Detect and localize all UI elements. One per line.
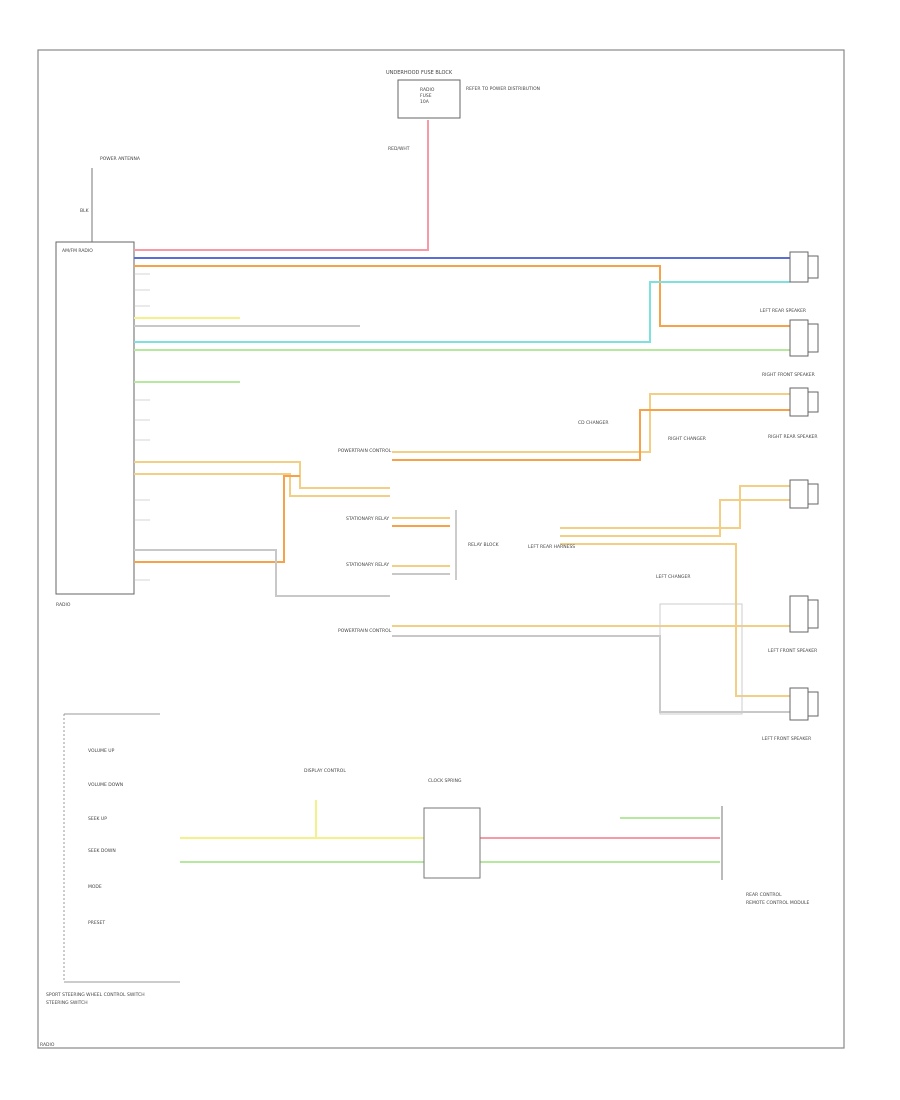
speaker-left-front-2 — [789, 687, 819, 721]
diagram-label: 10A — [420, 99, 430, 105]
diagram-label: VOLUME DOWN — [88, 782, 123, 788]
diagram-label: RIGHT REAR SPEAKER — [768, 434, 818, 440]
wire-orange — [134, 265, 790, 327]
diagram-label: REAR CONTROL — [746, 892, 782, 898]
diagram-label: VOLUME UP — [88, 748, 115, 754]
diagram-label: LEFT REAR HARNESS — [528, 544, 575, 550]
steering-switch-title: SPORT STEERING WHEEL CONTROL SWITCH — [46, 992, 145, 998]
fuse-note: REFER TO POWER DISTRIBUTION — [466, 86, 540, 92]
footer-label: RADIO — [40, 1042, 55, 1048]
fuse-wire-label: RED/WHT — [388, 146, 410, 152]
speaker-right-rear-2 — [789, 479, 819, 509]
diagram-label: POWER ANTENNA — [100, 156, 141, 162]
diagram-label: RIGHT CHANGER — [668, 436, 706, 442]
wire-cyan — [134, 281, 790, 343]
diagram-label: STATIONARY RELAY — [346, 516, 389, 522]
diagram-label: LEFT REAR SPEAKER — [760, 308, 806, 314]
diagram-label: LEFT FRONT SPEAKER — [768, 648, 817, 654]
diagram-label: CD CHANGER — [578, 420, 608, 426]
diagram-label: BLK — [80, 208, 90, 214]
wire-orange-2 — [134, 475, 300, 563]
diagram-label: SEEK DOWN — [88, 848, 116, 854]
diagram-label: LEFT CHANGER — [656, 574, 690, 580]
wire-gray-3 — [392, 635, 790, 713]
wire-tan-2 — [134, 473, 390, 497]
steering-switch-block: VOLUME UP VOLUME DOWN SEEK UP SEEK DOWN … — [46, 713, 180, 1006]
diagram-label: CLOCK SPRING — [428, 778, 462, 784]
speaker-right-rear — [789, 387, 819, 417]
clock-spring-box — [423, 807, 481, 879]
diagram-label: POWERTRAIN CONTROL — [338, 628, 392, 634]
wire-tan-3 — [392, 393, 790, 453]
diagram-label: FUSE — [420, 93, 432, 99]
page-frame — [37, 49, 845, 1049]
diagram-label: REMOTE CONTROL MODULE — [746, 900, 810, 906]
wire-gray-2 — [134, 549, 390, 597]
diagram-label: RIGHT FRONT SPEAKER — [762, 372, 815, 378]
diagram-label: AM/FM RADIO — [62, 248, 93, 254]
diagram-label: DISPLAY CONTROL — [304, 768, 346, 774]
radio-unit: AM/FM RADIO RADIO — [55, 241, 150, 608]
speaker-left-front — [789, 595, 819, 633]
diagram-label: LEFT FRONT SPEAKER — [762, 736, 811, 742]
diagram-label: STATIONARY RELAY — [346, 562, 389, 568]
speaker-right-front — [789, 319, 819, 357]
diagram-label: SEEK UP — [88, 816, 107, 822]
diagram-label: MODE — [88, 884, 102, 890]
diagram-label: STEERING SWITCH — [46, 1000, 88, 1006]
diagram-label: RELAY BLOCK — [468, 542, 500, 548]
speaker-left-rear — [789, 251, 819, 283]
wire-tan-6 — [560, 499, 790, 537]
fuse-block-title: UNDERHOOD FUSE BLOCK — [386, 70, 453, 76]
diagram-label: RADIO — [420, 87, 435, 93]
radio-label: RADIO — [56, 602, 71, 608]
diagram-label: POWERTRAIN CONTROL — [338, 448, 392, 454]
wire-tan-7 — [560, 543, 790, 697]
wire-tan-4 — [392, 409, 790, 461]
antenna: POWER ANTENNA BLK — [80, 156, 141, 242]
wire-tan-5 — [560, 485, 790, 529]
diagram-label: PRESET — [88, 920, 105, 926]
wire-red — [134, 120, 429, 251]
fuse-block: UNDERHOOD FUSE BLOCK RADIO FUSE 10A REFE… — [386, 70, 540, 152]
